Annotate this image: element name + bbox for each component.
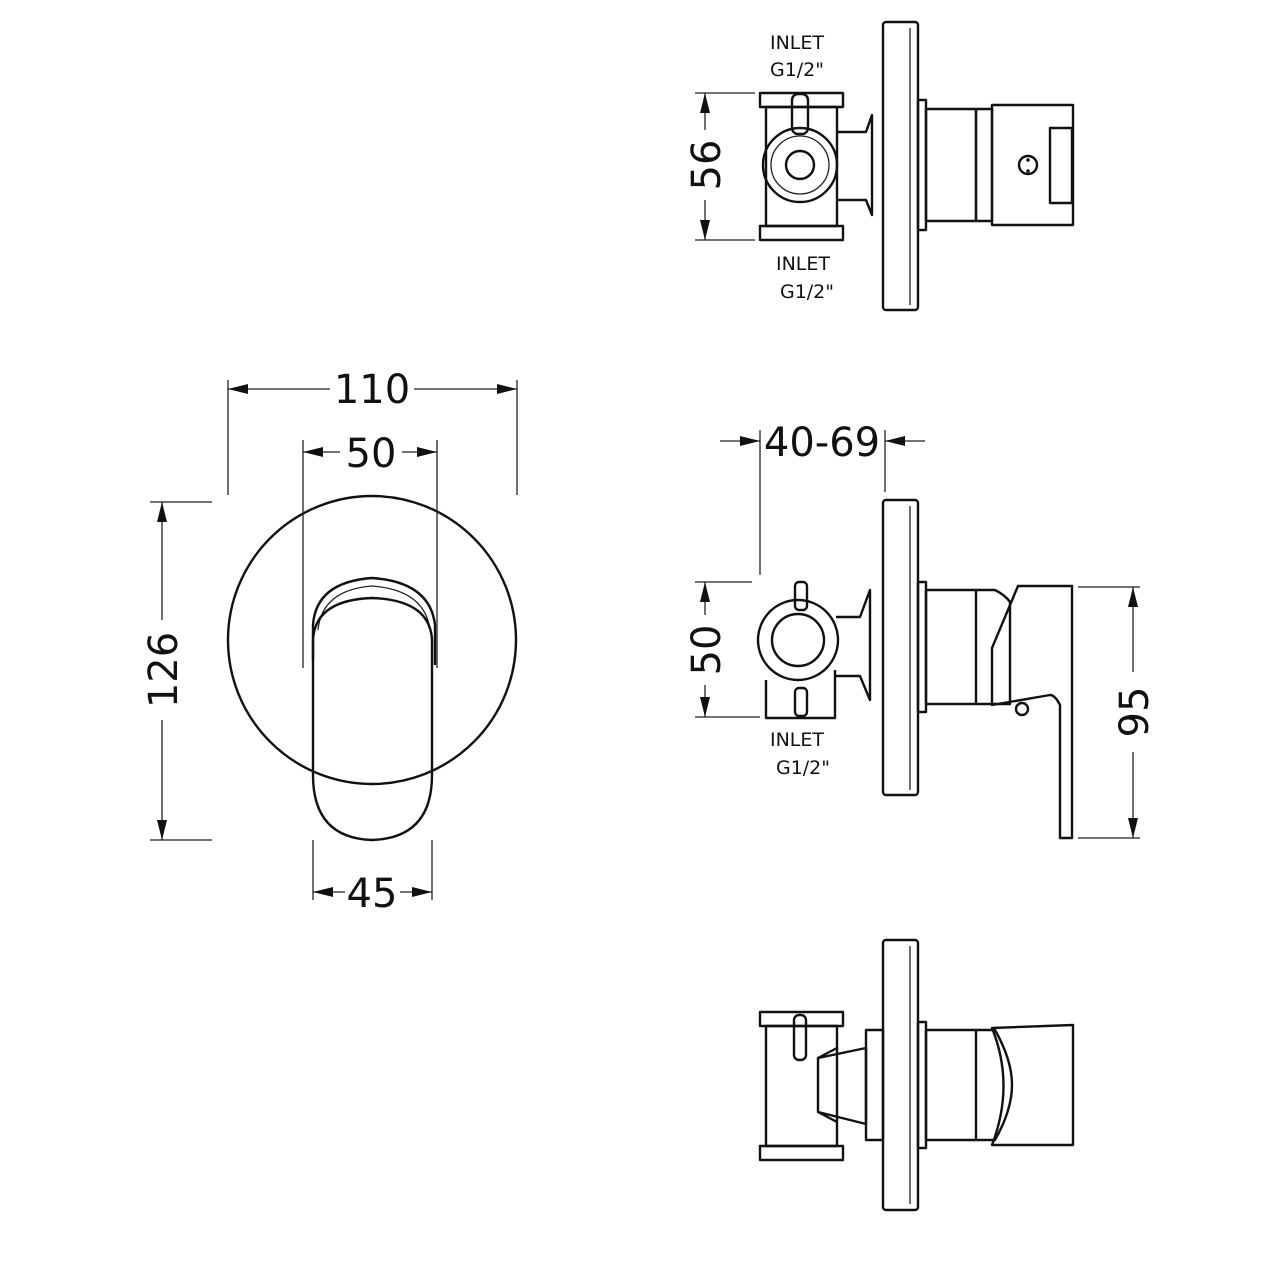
connector	[837, 113, 874, 217]
escutcheon-plate	[226, 494, 518, 786]
dimension-40-69: 40-69	[720, 420, 925, 575]
outlet-ring	[756, 598, 840, 682]
valve-pin-top	[793, 580, 809, 612]
side-view: INLET G1/2" 40-69 50 95	[684, 420, 1158, 840]
lever-handle	[311, 596, 434, 842]
wall-plate	[881, 20, 920, 312]
dimension-50-side: 50	[684, 581, 760, 718]
dimension-126: 126	[141, 501, 212, 841]
top-view: INLET G1/2" INLET G1/2" 56	[684, 20, 1075, 312]
inlet-cap-bottom	[758, 1144, 845, 1162]
valve-pin	[792, 1013, 808, 1062]
front-view: 110 50 45 1	[141, 367, 518, 917]
bottom-view	[758, 938, 1075, 1212]
grub-screw	[1017, 154, 1039, 176]
handle-lip	[311, 576, 437, 665]
dimension-label-50-body: 50	[684, 625, 730, 676]
connector	[817, 1046, 868, 1126]
wall-plate	[881, 498, 920, 797]
handle-slot	[1048, 126, 1074, 205]
connector	[836, 588, 872, 702]
dimension-45: 45	[312, 840, 433, 917]
dimension-95: 95	[1078, 586, 1158, 839]
dimension-label-45: 45	[347, 871, 398, 917]
dimension-label-50-handle: 50	[346, 431, 397, 477]
valve-body	[764, 105, 839, 228]
dimension-110: 110	[227, 367, 518, 495]
grub-screw	[1014, 701, 1030, 717]
inlet-size-bottom: G1/2"	[780, 281, 834, 303]
cartridge-sleeve	[924, 107, 978, 223]
dimension-label-126: 126	[141, 632, 187, 708]
dimension-label-40-69: 40-69	[764, 420, 880, 466]
outlet-ring	[761, 126, 839, 204]
valve-pin-bottom	[793, 686, 809, 718]
cartridge-sleeve	[924, 1028, 978, 1142]
dimension-56: 56	[684, 92, 755, 241]
inlet-cap-bottom	[758, 224, 845, 242]
wall-plate	[881, 938, 920, 1212]
inlet-label-bottom: INLET	[776, 253, 830, 275]
handle-lip-inner	[317, 585, 431, 631]
lever-handle	[990, 584, 1074, 840]
handle-body	[990, 1023, 1075, 1147]
handle-body	[990, 103, 1075, 227]
valve-pin	[790, 92, 810, 136]
inlet-size-top: G1/2"	[770, 59, 824, 81]
inlet-label: INLET	[770, 729, 824, 751]
valve-body	[764, 1024, 839, 1148]
dimension-label-95: 95	[1112, 687, 1158, 738]
valve-body	[764, 670, 837, 720]
dimension-label-56: 56	[684, 140, 730, 191]
dimension-label-110: 110	[334, 367, 410, 413]
inlet-label-top: INLET	[770, 32, 824, 54]
inlet-size: G1/2"	[776, 757, 830, 779]
cartridge-sleeve	[924, 588, 978, 706]
dimension-50-top: 50	[302, 431, 438, 668]
